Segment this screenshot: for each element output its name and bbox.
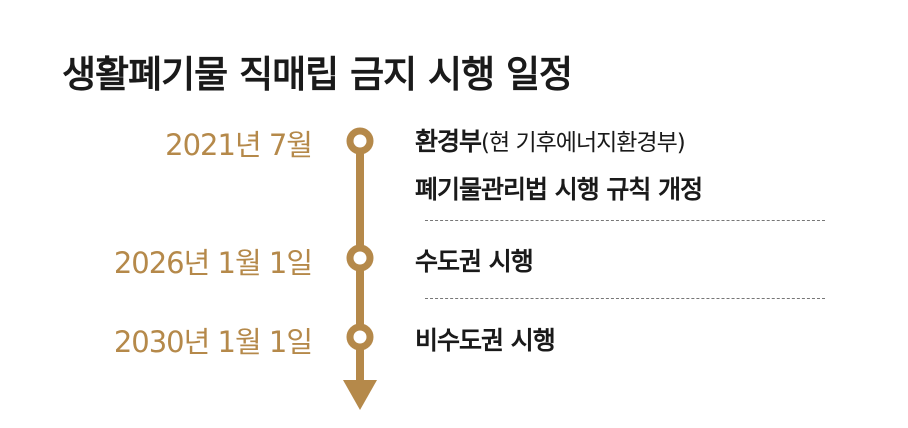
divider (425, 298, 825, 299)
timeline-node (346, 127, 374, 155)
infographic-title: 생활폐기물 직매립 금지 시행 일정 (62, 53, 573, 96)
arrow-down-icon (343, 380, 377, 410)
event-description: 환경부(현 기후에너지환경부) (415, 122, 686, 158)
timeline-node (346, 244, 374, 272)
event-date: 2030년 1월 1일 (113, 325, 313, 359)
event-description: 수도권 시행 (415, 247, 534, 276)
event-description-line2: 폐기물관리법 시행 규칙 개정 (415, 175, 703, 204)
event-date: 2021년 7월 (165, 128, 313, 162)
divider (425, 220, 825, 221)
event-date: 2026년 1월 1일 (113, 246, 313, 280)
timeline-node (346, 323, 374, 351)
event-line: 환경부 (415, 127, 482, 156)
event-description: 비수도권 시행 (415, 326, 556, 355)
event-note: (현 기후에너지환경부) (481, 130, 686, 156)
